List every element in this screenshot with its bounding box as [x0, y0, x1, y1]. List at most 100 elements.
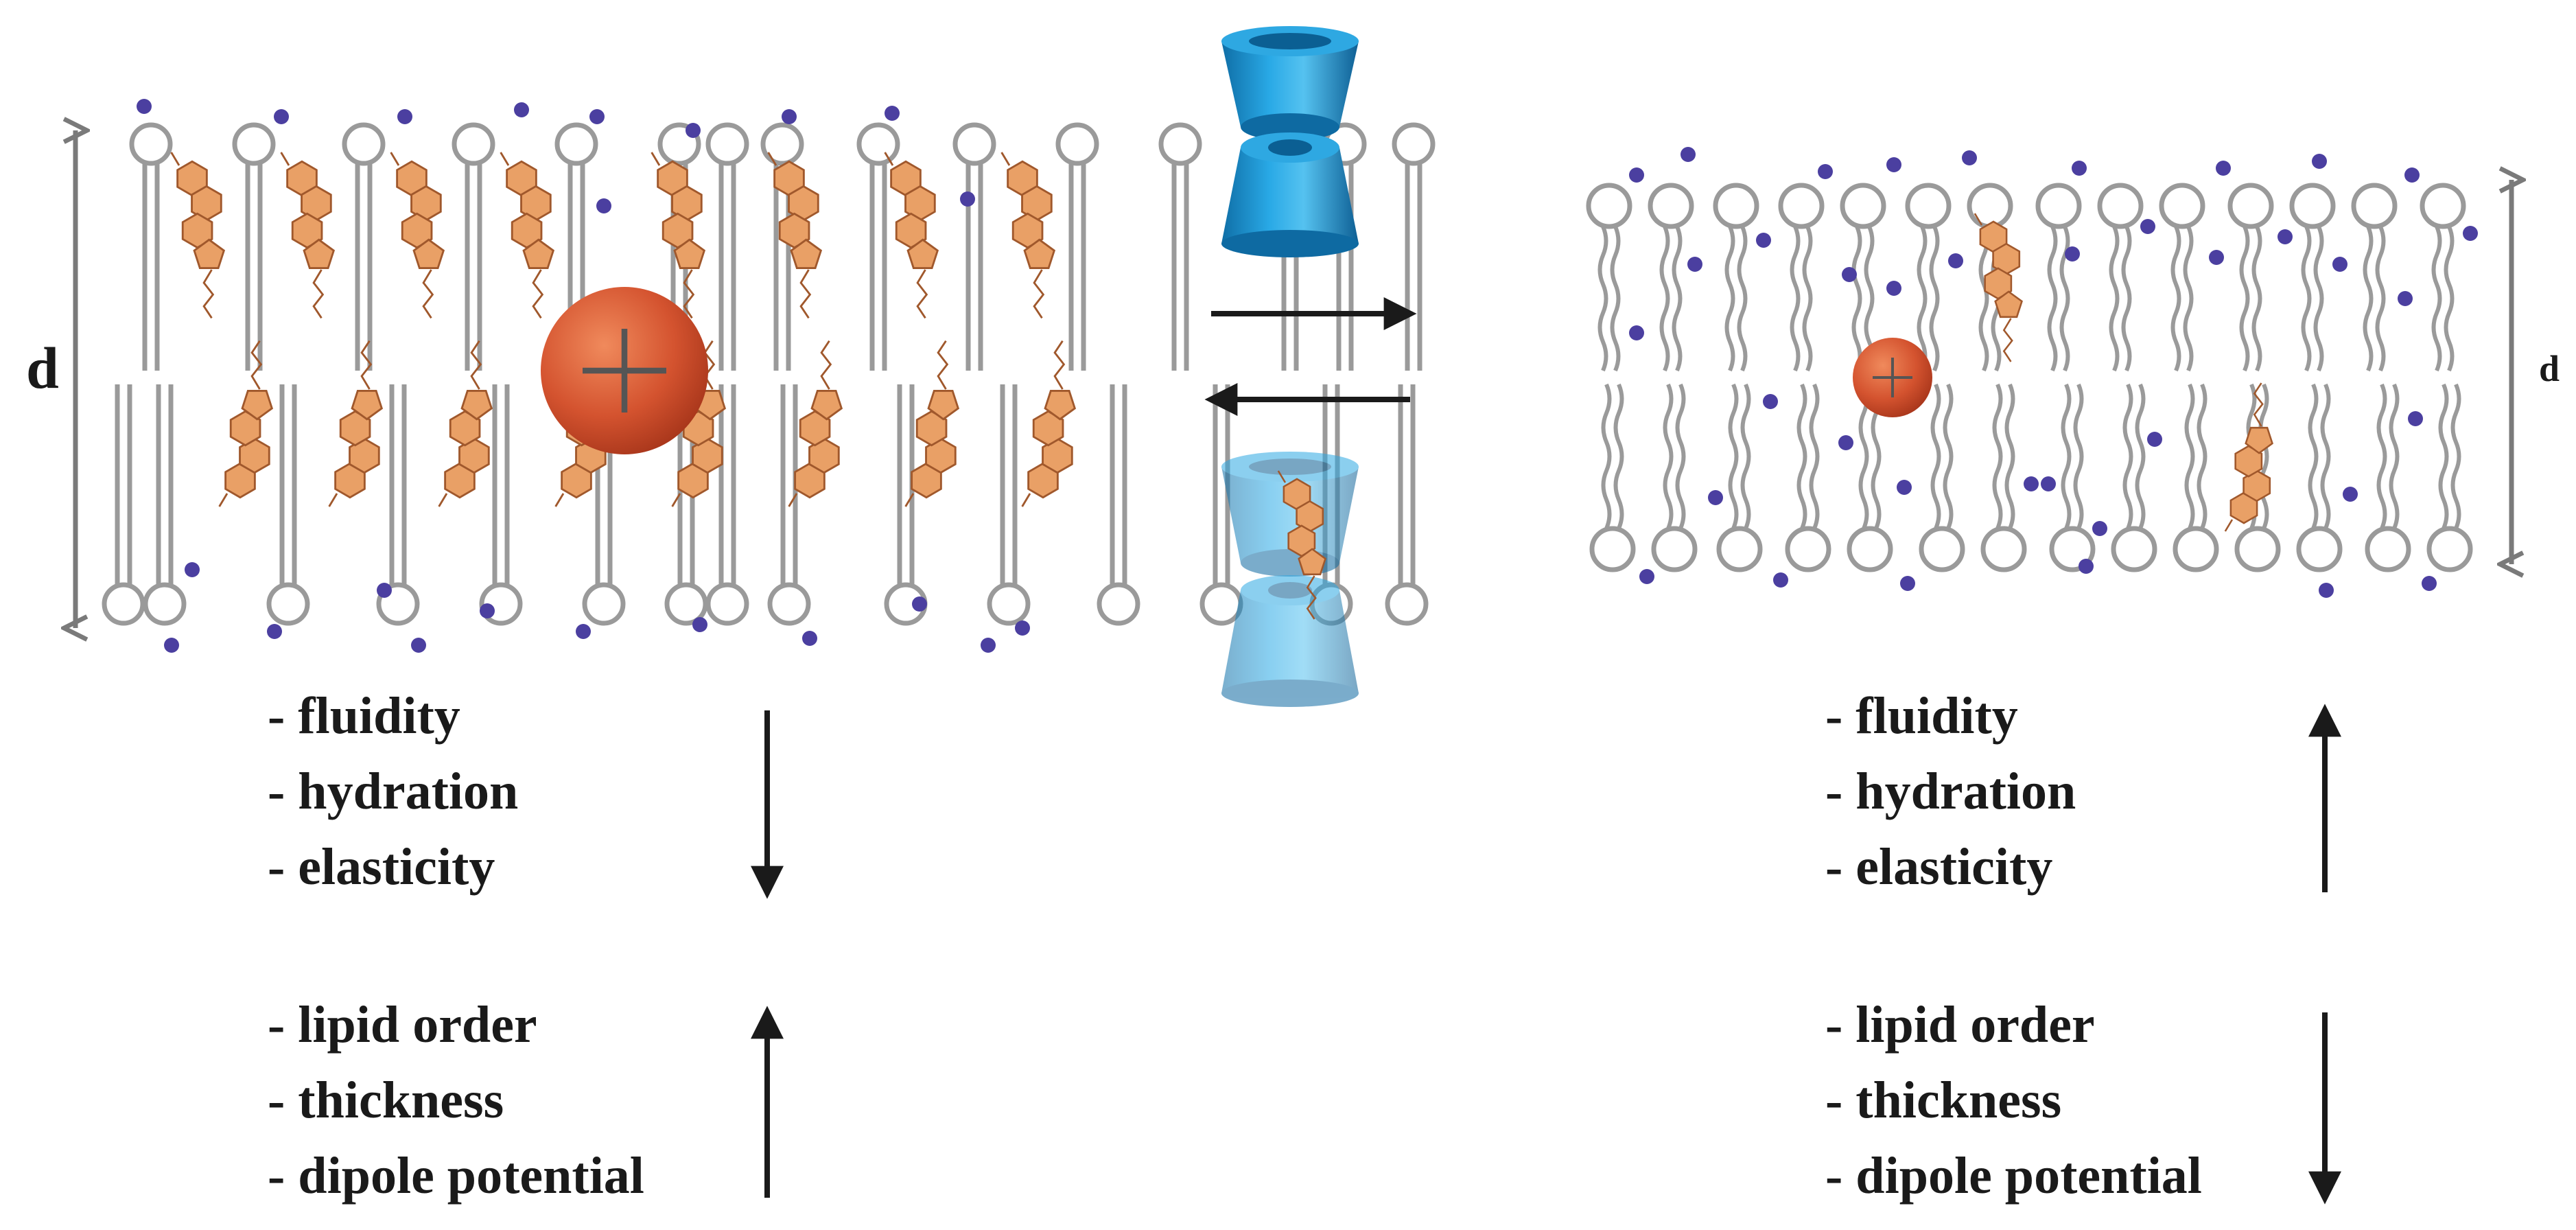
left-property-dipole-potential: - dipole potential	[268, 1147, 644, 1205]
left-thickness-label: d	[26, 335, 59, 401]
left-increased-properties: - lipid order - thickness - dipole poten…	[268, 996, 644, 1205]
water-molecule	[2065, 246, 2080, 262]
cholesterol-molecule	[170, 152, 226, 319]
water-molecule	[2072, 161, 2087, 176]
lipid-molecule	[2111, 383, 2157, 572]
right-increased-properties: - fluidity - hydration - elasticity	[1825, 687, 2076, 896]
cholesterol-molecule	[390, 152, 445, 319]
right-property-thickness: - thickness	[1825, 1071, 2061, 1129]
lipid-molecule	[452, 122, 495, 371]
lipid-molecule	[1385, 384, 1429, 626]
water-molecule	[1681, 147, 1696, 162]
water-molecule	[2209, 250, 2224, 265]
lipid-molecule	[1778, 183, 1825, 372]
cation-ion	[1853, 338, 1932, 417]
cholesterol-molecule	[280, 152, 336, 319]
water-molecule	[2147, 432, 2162, 447]
water-molecule	[1838, 435, 1853, 450]
water-molecule	[2463, 226, 2478, 241]
water-molecule	[274, 109, 289, 124]
water-molecule	[1629, 167, 1644, 183]
water-molecule	[1842, 267, 1857, 282]
water-molecule	[1015, 620, 1030, 636]
water-molecule	[981, 638, 996, 653]
cholesterol-molecule	[767, 152, 823, 319]
right-decreased-properties: - lipid order - thickness - dipole poten…	[1825, 996, 2202, 1205]
left-ordered-membrane	[102, 99, 1436, 653]
water-molecule	[411, 638, 426, 653]
water-molecule	[912, 596, 927, 612]
lipid-molecule	[2289, 183, 2336, 372]
water-molecule	[1773, 572, 1788, 588]
water-molecule	[2216, 161, 2231, 176]
water-molecule	[2332, 257, 2347, 272]
thickness-dimension-arrows	[75, 130, 2511, 628]
lipid-molecule	[1199, 384, 1243, 626]
water-molecule	[1962, 150, 1977, 165]
lipid-molecule	[1919, 383, 1965, 572]
water-molecule	[576, 624, 591, 639]
cholesterol-molecule	[1974, 213, 2023, 362]
water-molecule	[1948, 253, 1963, 268]
lipid-molecule	[1097, 384, 1140, 626]
right-thickness-label: d	[2539, 348, 2560, 389]
right-property-elasticity: - elasticity	[1825, 838, 2052, 896]
left-decreased-properties: - fluidity - hydration - elasticity	[268, 687, 518, 896]
water-molecule	[397, 109, 412, 124]
water-molecule	[2092, 521, 2107, 536]
cholesterol-molecule	[438, 340, 493, 507]
cholesterol-molecule	[1000, 152, 1056, 319]
lipid-molecule	[2426, 383, 2473, 572]
right-property-fluidity: - fluidity	[1825, 687, 2018, 745]
lipid-molecule	[2365, 383, 2411, 572]
water-molecule	[137, 99, 152, 114]
water-molecule	[1639, 569, 1654, 584]
lipid-molecule	[2097, 183, 2144, 372]
cholesterol-molecule	[2224, 382, 2273, 532]
lipid-molecule	[143, 384, 187, 626]
water-molecule	[164, 638, 179, 653]
cholesterol-molecule	[500, 152, 555, 319]
lipid-molecule	[1055, 122, 1099, 371]
lipid-molecule	[1589, 383, 1636, 572]
lipid-molecule	[1905, 183, 1952, 372]
right-fluid-membrane	[1586, 147, 2478, 598]
water-molecule	[692, 617, 707, 632]
lipid-molecule	[1158, 122, 1202, 371]
water-molecule	[2319, 583, 2334, 598]
lipid-molecule	[2173, 383, 2219, 572]
cholesterol-molecule	[651, 152, 706, 319]
lipid-molecule	[1785, 383, 1831, 572]
cyclodextrin-exchange	[1204, 26, 1417, 707]
cyclodextrin-icon	[1221, 26, 1359, 141]
lipid-molecule	[129, 122, 173, 371]
cholesterol-molecule	[788, 340, 843, 507]
lipid-molecule	[1586, 183, 1632, 372]
lipid-molecule	[2049, 383, 2096, 572]
water-molecule	[1756, 233, 1771, 248]
water-molecule	[377, 583, 392, 598]
water-molecule	[2278, 229, 2293, 244]
lipid-molecule	[342, 122, 386, 371]
lipid-molecule	[1648, 183, 1694, 372]
lipid-molecule	[266, 384, 310, 626]
lipid-molecule	[232, 122, 276, 371]
water-molecule	[2404, 167, 2420, 183]
cholesterol-molecule	[328, 340, 384, 507]
left-property-elasticity: - elasticity	[268, 838, 495, 896]
cholesterol-molecule	[1021, 340, 1077, 507]
lipid-molecule	[102, 384, 145, 626]
water-molecule	[1818, 164, 1833, 179]
water-molecule	[686, 123, 701, 138]
cholesterol-molecule	[904, 340, 960, 507]
water-molecule	[2408, 411, 2423, 426]
lipid-molecule	[2159, 183, 2205, 372]
left-property-hydration: - hydration	[268, 763, 518, 820]
lipid-molecule	[952, 122, 996, 371]
cholesterol-molecule	[1277, 470, 1326, 620]
water-molecule	[596, 198, 611, 213]
lipid-molecule	[856, 122, 900, 371]
plus-icon	[583, 329, 666, 413]
water-molecule	[2343, 487, 2358, 502]
